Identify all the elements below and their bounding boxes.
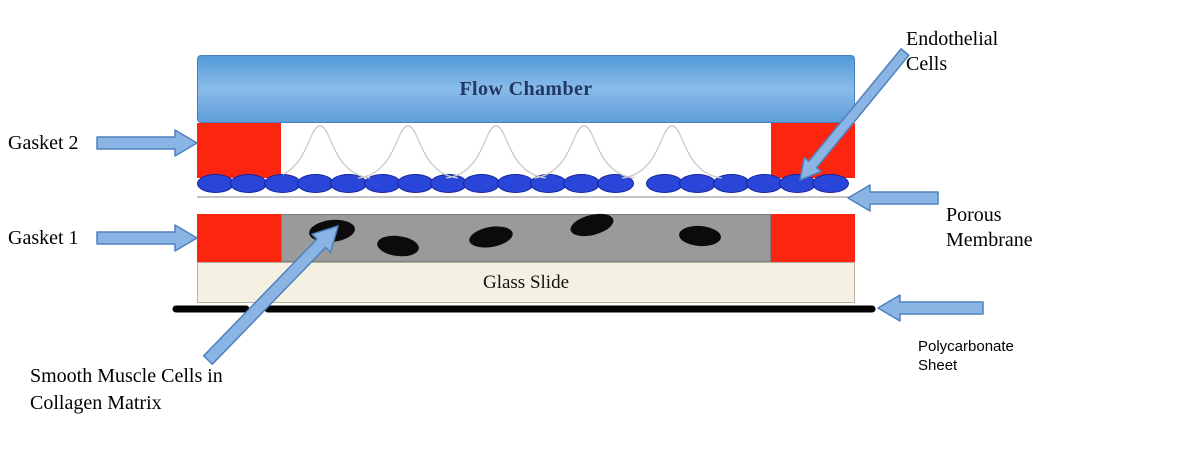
smooth-muscle-cells-label: Smooth Muscle Cells in Collagen Matrix [30, 365, 223, 414]
flow-curve [621, 125, 723, 179]
flow-curve [533, 125, 635, 179]
flow-chamber-block: Flow Chamber [197, 55, 855, 123]
gasket-1-label: Gasket 1 [8, 227, 79, 249]
endothelial-cell [396, 174, 434, 193]
endothelial-cell [197, 174, 234, 193]
endothelial-cell [363, 174, 401, 193]
endothelial-cell [563, 174, 601, 193]
collagen-matrix-block [281, 214, 771, 262]
glass-slide-block: Glass Slide [197, 262, 855, 303]
endothelial-cell [263, 174, 301, 193]
endothelial-cell [596, 174, 634, 193]
endothelial-cells-label: Endothelial Cells [906, 28, 999, 75]
flow-curve [445, 125, 547, 179]
gasket-2-right-block [771, 123, 855, 178]
endothelial-cell [496, 174, 534, 193]
gasket-2-arrow [96, 129, 198, 157]
endothelial-cell [812, 174, 850, 193]
endothelial-cell [296, 174, 334, 193]
endothelial-cell [679, 174, 717, 193]
polycarbonate-sheet-label: Polycarbonate Sheet [918, 338, 1014, 374]
gasket-2-label: Gasket 2 [8, 132, 79, 154]
endothelial-cell [330, 174, 368, 193]
flow-curve [283, 125, 371, 179]
flow-chamber-label: Flow Chamber [459, 77, 593, 100]
gasket-1-right-block [771, 214, 855, 262]
endothelial-cell [745, 174, 783, 193]
flow-curve [357, 125, 459, 179]
polycarbonate-sheet-arrow [877, 294, 984, 322]
gasket-1-arrow [96, 224, 198, 252]
endothelial-cell [463, 174, 501, 193]
endothelial-cell [530, 174, 567, 193]
glass-slide-label: Glass Slide [482, 271, 570, 293]
gasket-1-left-block [197, 214, 281, 262]
porous-membrane-label: Porous Membrane [946, 204, 1033, 251]
endothelial-cell [712, 174, 750, 193]
endothelial-cell [230, 174, 268, 193]
flow-profile-curves [283, 125, 723, 179]
endothelial-cell [779, 174, 817, 193]
porous-membrane-arrow [847, 184, 939, 212]
endothelial-cell [430, 174, 468, 193]
gasket-2-left-block [197, 123, 281, 178]
endothelial-cell-row [197, 174, 855, 193]
endothelial-cell [645, 174, 683, 193]
